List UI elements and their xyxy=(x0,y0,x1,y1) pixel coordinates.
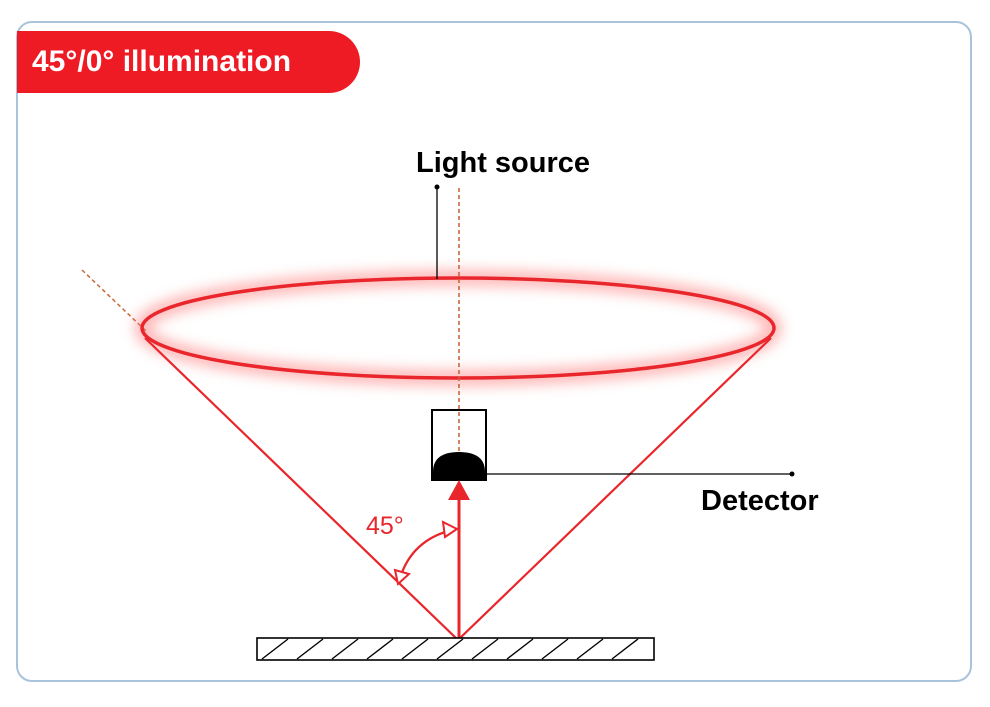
detector-leader-dot xyxy=(789,471,795,477)
angle-label: 45° xyxy=(366,512,404,540)
light-source-label: Light source xyxy=(416,147,590,179)
detector-label: Detector xyxy=(701,485,819,517)
sample-plate xyxy=(256,637,655,661)
angle-arc-arrowhead-bottom xyxy=(393,568,412,586)
cone-edge-extension xyxy=(81,269,147,332)
cone-right-line xyxy=(457,337,772,641)
sample-plate-hatching xyxy=(261,638,639,660)
title-text: 45°/0° illumination xyxy=(32,45,292,78)
detector-sensor-icon xyxy=(433,452,485,481)
reflected-beam-arrowhead xyxy=(448,480,470,500)
cone-left-line xyxy=(144,337,459,641)
angle-arc-arrowhead-top xyxy=(441,520,459,539)
title-banner: 45°/0° illumination xyxy=(17,31,360,93)
light-ring xyxy=(140,276,776,380)
